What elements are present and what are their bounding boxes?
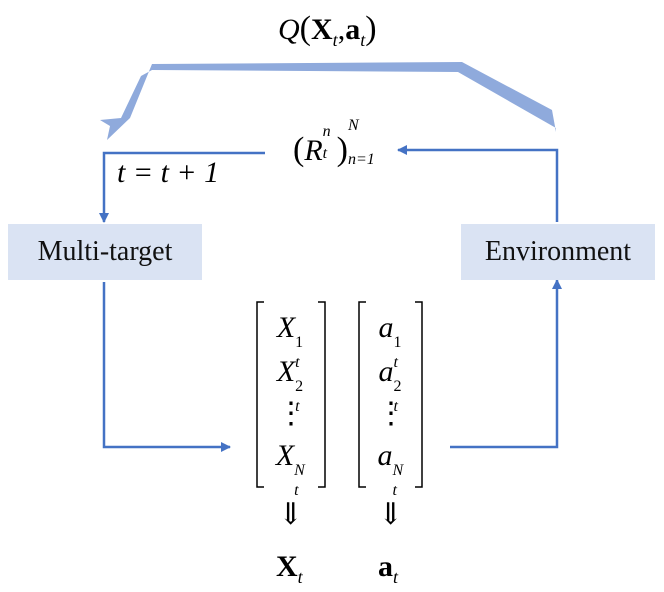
time-update-arrow bbox=[99, 151, 265, 223]
state-right-bracket bbox=[318, 301, 326, 488]
action-entry-sub: t bbox=[392, 482, 397, 499]
action-bold-label: at bbox=[378, 550, 399, 587]
state-entry-symbol: X bbox=[275, 439, 295, 472]
action-entry-symbol: a bbox=[378, 311, 394, 344]
state-left-bracket bbox=[256, 301, 264, 488]
action-entry-symbol: a bbox=[377, 439, 393, 472]
action-arrow bbox=[102, 282, 231, 452]
state-entry-symbol: X bbox=[276, 311, 296, 344]
reward-outer-sup: N bbox=[347, 117, 359, 134]
state-bold-sub: t bbox=[297, 567, 303, 587]
state-bold-label: Xt bbox=[276, 550, 303, 587]
reward-symbol: R bbox=[304, 134, 323, 167]
state-implies-arrow: ⇓ bbox=[278, 498, 304, 531]
reward-sup: n bbox=[322, 123, 331, 140]
env-input-arrow bbox=[450, 279, 562, 449]
action-entry-sub: t bbox=[393, 354, 398, 371]
q-value-label: Q(Xt,at) bbox=[278, 10, 377, 50]
multi-target-box: Multi-target bbox=[8, 224, 202, 280]
state-bold-symbol: X bbox=[276, 550, 298, 583]
state-entry-sub: t bbox=[294, 482, 299, 499]
state-sub: t bbox=[332, 30, 338, 50]
action-implies-arrow: ⇓ bbox=[378, 498, 404, 531]
action-left-bracket bbox=[358, 301, 366, 488]
reward-arrow bbox=[397, 145, 559, 222]
state-entry-sup: 1 bbox=[295, 334, 304, 351]
state-entry-sub: t bbox=[295, 354, 300, 371]
state-entry-symbol: X bbox=[276, 355, 296, 388]
action-bold-sub: t bbox=[393, 567, 399, 587]
state-vdots: ⋮ bbox=[276, 397, 306, 430]
reward-sub: t bbox=[322, 145, 328, 162]
action-vdots: ⋮ bbox=[376, 397, 406, 430]
action-entry-symbol: a bbox=[378, 355, 394, 388]
q-symbol: Q bbox=[278, 13, 300, 46]
state-bold-x: X bbox=[311, 13, 333, 46]
action-bold-symbol: a bbox=[378, 550, 393, 583]
action-entry-sub: t bbox=[393, 398, 398, 415]
action-entry-sup: N bbox=[392, 462, 404, 479]
action-entry-sup: 2 bbox=[393, 378, 402, 395]
action-entry-sup: 1 bbox=[393, 334, 402, 351]
action-sub: t bbox=[360, 30, 366, 50]
state-entry-sup: N bbox=[294, 462, 305, 479]
state-entry-sup: 2 bbox=[295, 378, 304, 395]
reward-outer-sub: n=1 bbox=[347, 151, 375, 168]
state-entry-sub: t bbox=[295, 398, 300, 415]
action-right-bracket bbox=[415, 301, 423, 488]
time-update-label: t = t + 1 bbox=[117, 156, 220, 189]
action-bold-a: a bbox=[345, 13, 361, 46]
environment-box: Environment bbox=[461, 224, 655, 280]
